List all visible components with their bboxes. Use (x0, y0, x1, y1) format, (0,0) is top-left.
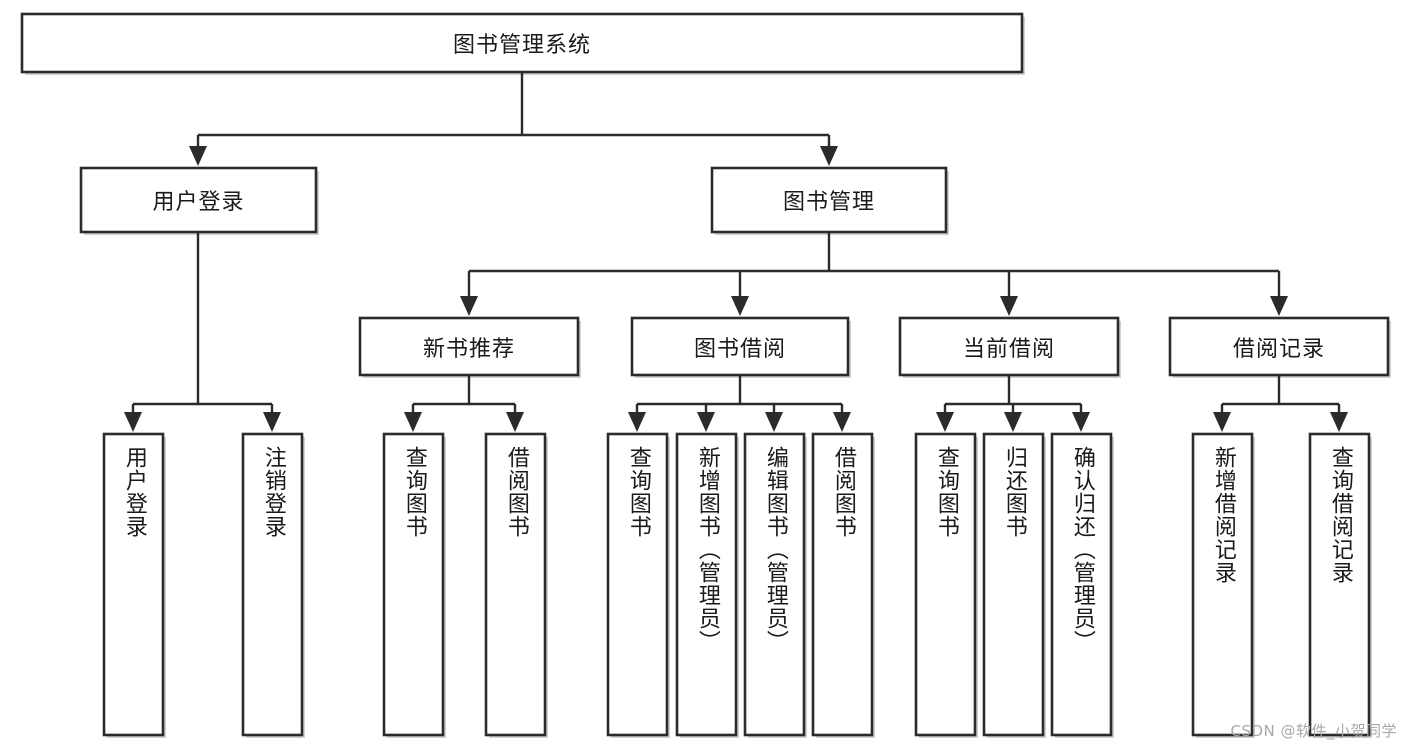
arrowhead-icon (189, 146, 207, 166)
node-box-book-manage[interactable] (710, 166, 948, 234)
node-box-borrow-record[interactable] (1168, 316, 1390, 377)
arrowhead-icon (820, 146, 838, 166)
arrowhead-icon (124, 412, 142, 432)
node-box-leaf-user-logout[interactable] (241, 432, 304, 737)
node-box-leaf-query-book-2[interactable] (606, 432, 669, 737)
arrowhead-icon (697, 412, 715, 432)
arrowhead-icon (1072, 412, 1090, 432)
arrowhead-icon (731, 296, 749, 316)
node-box-leaf-query-record[interactable] (1308, 432, 1371, 737)
node-box-root[interactable] (20, 12, 1024, 74)
arrowhead-icon (628, 412, 646, 432)
node-box-leaf-edit-book[interactable] (743, 432, 806, 737)
arrowhead-icon (1000, 296, 1018, 316)
arrowhead-icon (506, 412, 524, 432)
arrowhead-layer (124, 146, 1348, 432)
node-box-leaf-add-book[interactable] (675, 432, 738, 737)
arrowhead-icon (833, 412, 851, 432)
connector-layer (131, 72, 1341, 418)
arrowhead-icon (1004, 412, 1022, 432)
node-box-leaf-query-book-3[interactable] (914, 432, 977, 737)
arrowhead-icon (404, 412, 422, 432)
arrowhead-icon (936, 412, 954, 432)
node-box-current-borrow[interactable] (898, 316, 1120, 377)
node-box-leaf-query-book-1[interactable] (382, 432, 445, 737)
arrowhead-icon (263, 412, 281, 432)
node-box-book-borrow[interactable] (630, 316, 850, 377)
node-box-leaf-user-login[interactable] (102, 432, 165, 737)
node-box-leaf-return-book[interactable] (982, 432, 1045, 737)
node-box-user-login[interactable] (79, 166, 318, 234)
node-box-new-book-rec[interactable] (358, 316, 580, 377)
arrowhead-icon (1330, 412, 1348, 432)
arrowhead-icon (1213, 412, 1231, 432)
box-layer (20, 12, 1390, 737)
arrowhead-icon (460, 296, 478, 316)
node-box-leaf-confirm-return[interactable] (1050, 432, 1113, 737)
arrowhead-icon (765, 412, 783, 432)
node-box-leaf-borrow-book-1[interactable] (484, 432, 547, 737)
watermark: CSDN @软件_小贺同学 (1230, 722, 1397, 740)
arrowhead-icon (1270, 296, 1288, 316)
node-box-leaf-add-record[interactable] (1191, 432, 1254, 737)
node-box-leaf-borrow-book-2[interactable] (811, 432, 874, 737)
